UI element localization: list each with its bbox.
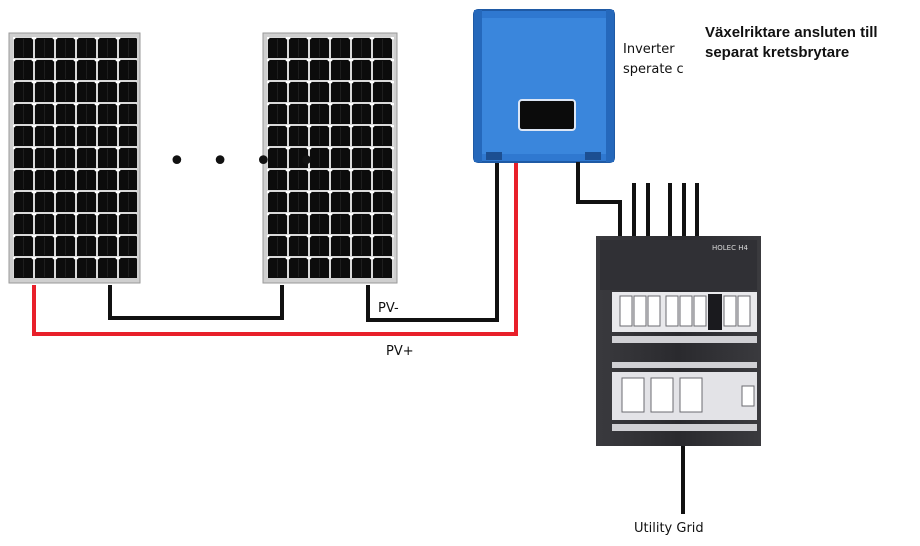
inverter-label-line2: sperate c xyxy=(623,62,684,77)
caption-line1: Växelriktare ansluten till xyxy=(705,23,878,43)
pv-plus-label: PV+ xyxy=(386,344,414,359)
caption-line2: separat kretsbrytare xyxy=(705,43,878,63)
solar-panel-1 xyxy=(9,33,140,283)
inverter xyxy=(474,10,614,162)
breaker-panel: HOLEC H4 xyxy=(596,236,761,446)
panel-interconnect-wire xyxy=(110,285,282,318)
caption-box: Växelriktare ansluten till separat krets… xyxy=(705,23,878,63)
utility-grid-label: Utility Grid xyxy=(634,521,704,536)
inverter-label-line1: Inverter xyxy=(623,42,675,57)
pv-minus-label: PV- xyxy=(378,301,399,316)
more-panels-ellipsis: • • • • xyxy=(168,144,323,179)
brand-plate: HOLEC H4 xyxy=(712,244,748,252)
inverter-ac-wire xyxy=(578,162,620,240)
